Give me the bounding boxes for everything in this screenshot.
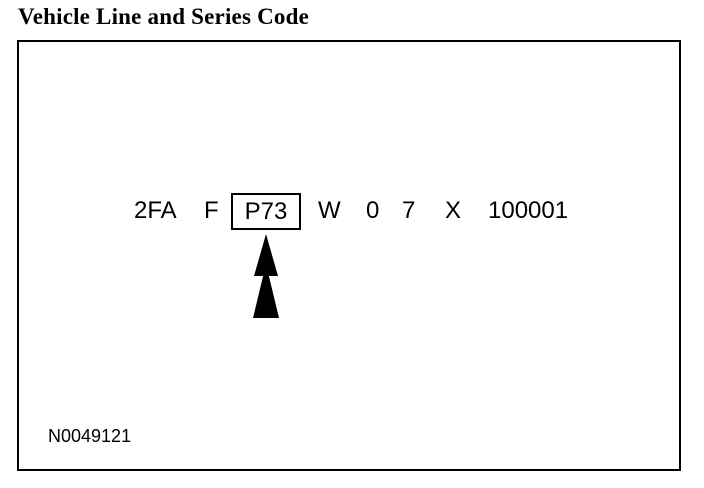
vin-engine: 0 [366,197,380,224]
up-arrow-icon [253,234,279,318]
vin-restraint: F [204,197,219,224]
vin-wmi: 2FA [134,197,177,224]
vin-body: W [318,197,341,224]
vin-line-series-code-box: P73 [231,193,301,230]
reference-code: N0049121 [48,426,132,446]
vin-check-digit: 7 [402,197,416,224]
vin-serial: 100001 [488,197,569,224]
vin-plant: X [445,197,462,224]
figure-title: Vehicle Line and Series Code [18,4,309,29]
diagram-frame [17,40,681,471]
